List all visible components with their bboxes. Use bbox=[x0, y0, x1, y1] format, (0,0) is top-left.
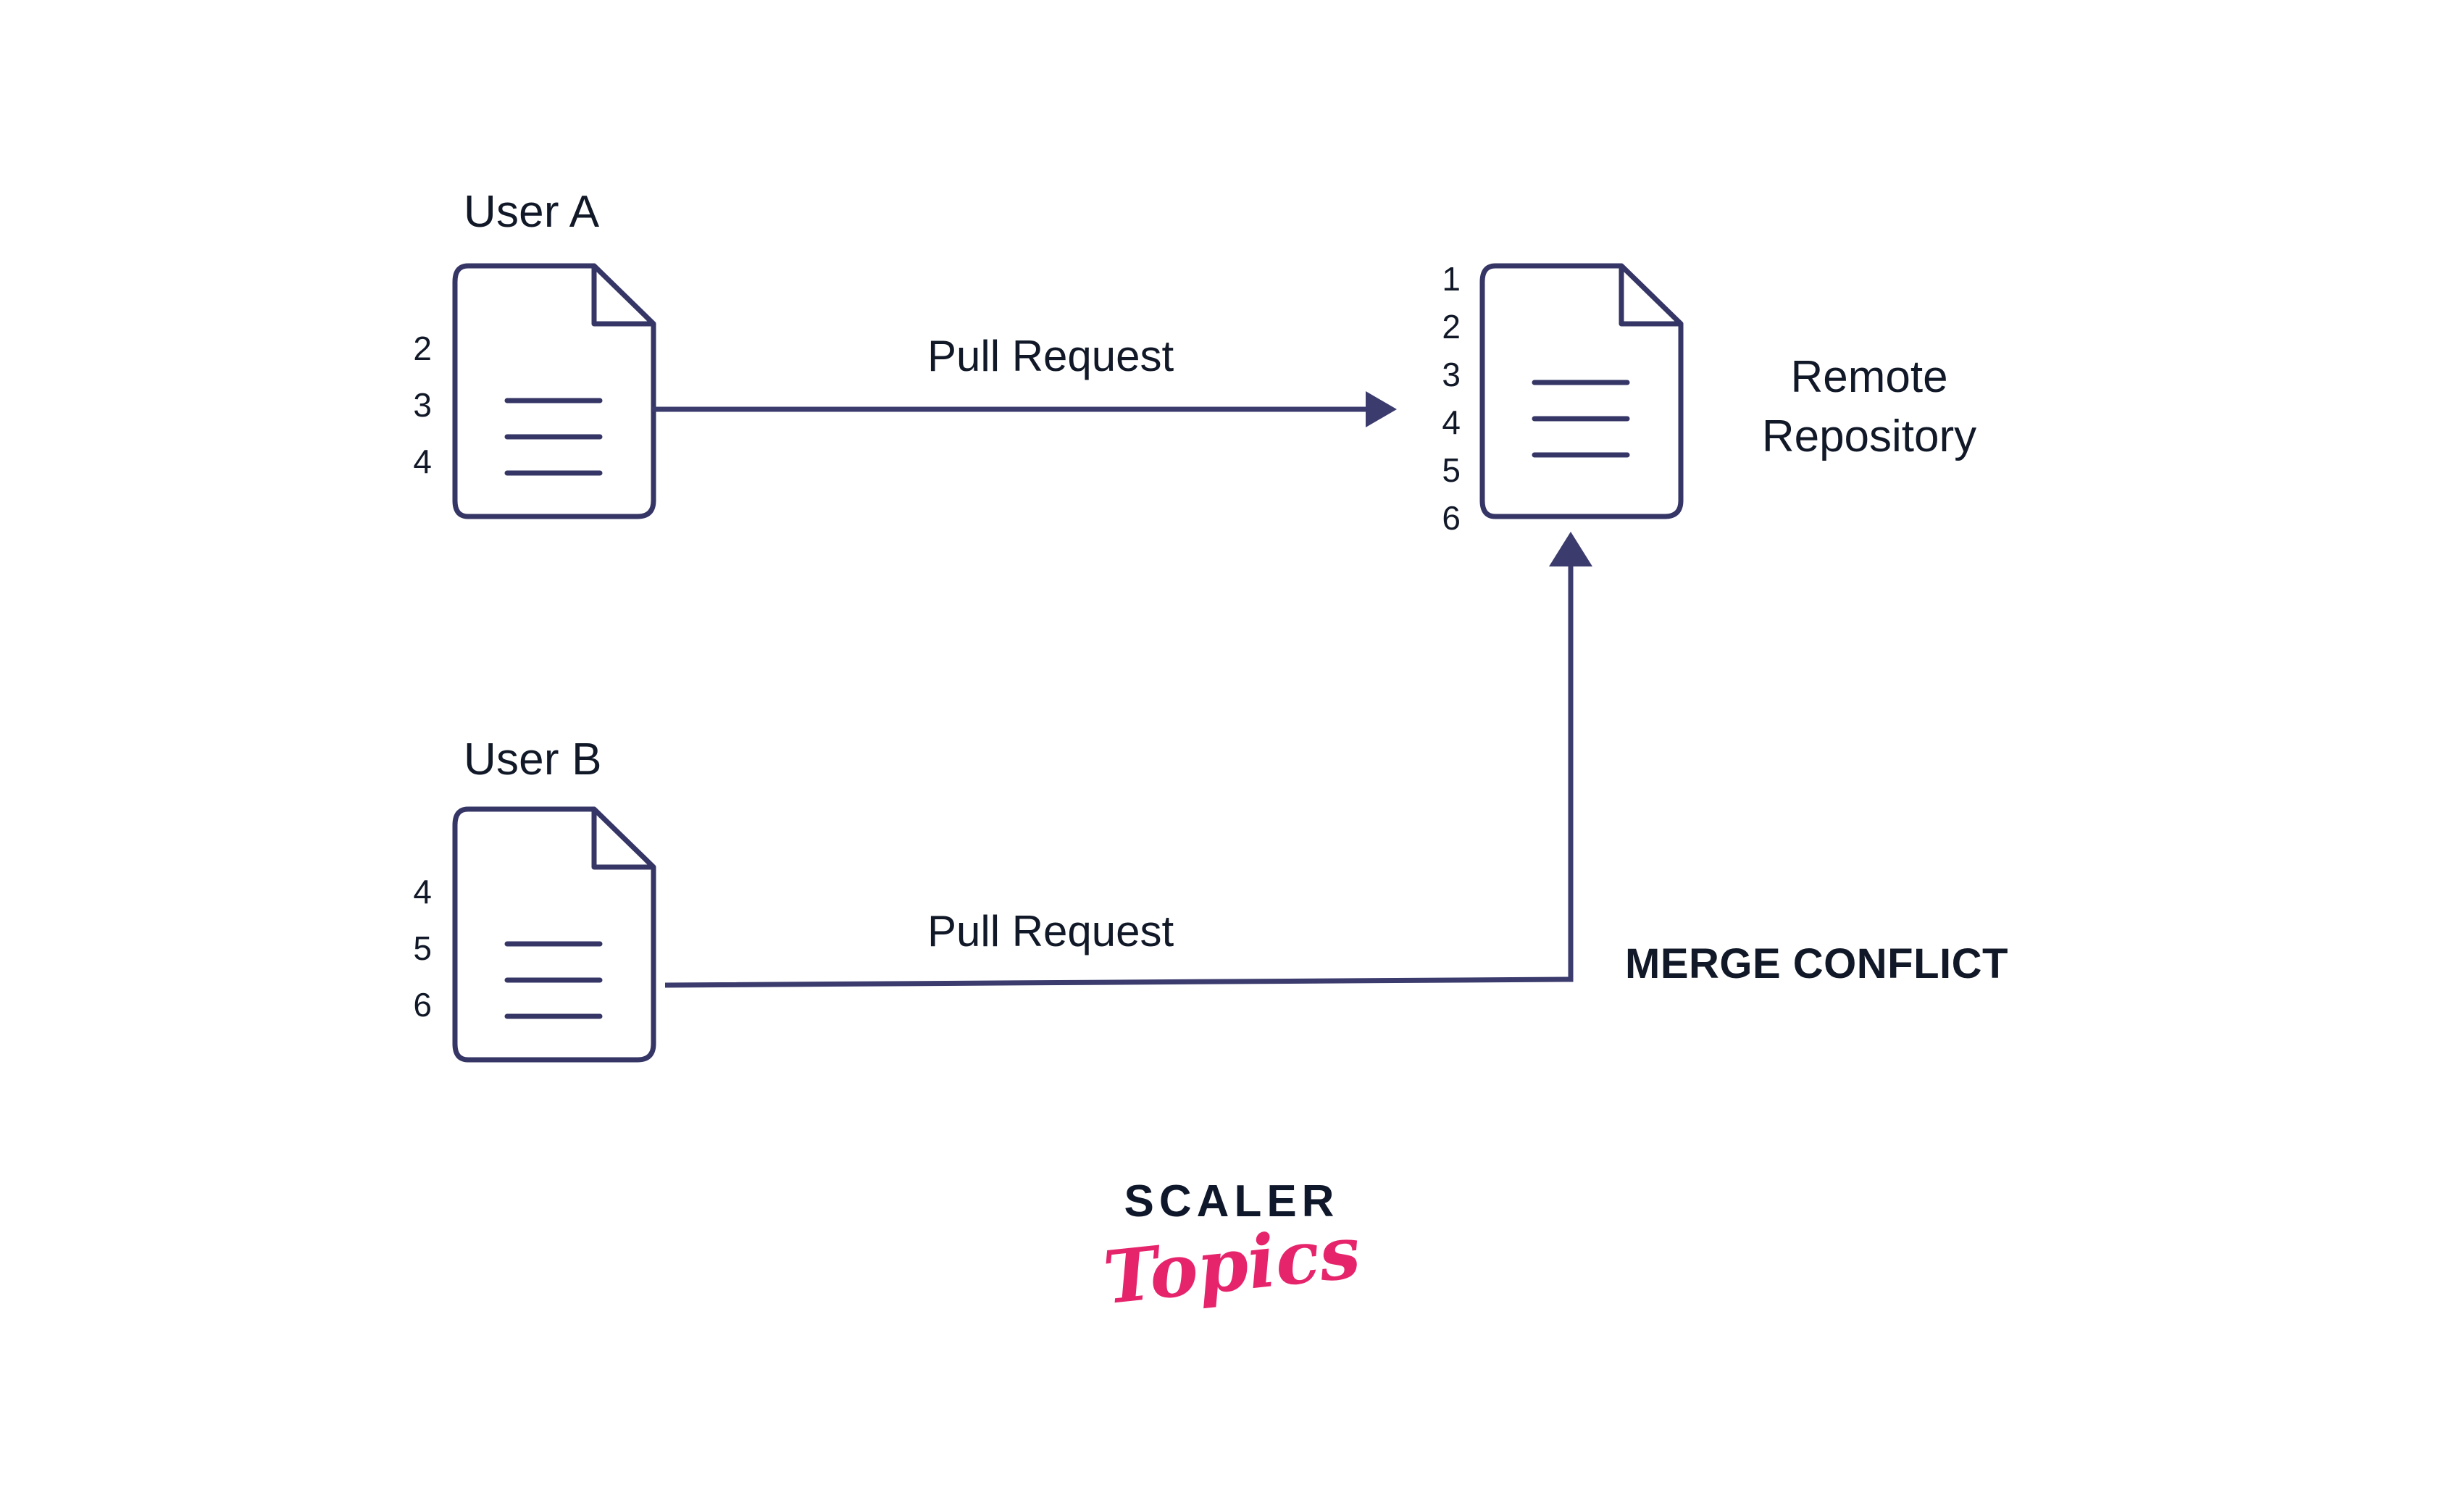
pull-request-arrow-top bbox=[652, 384, 1406, 438]
remote-repository-label: Remote Repository bbox=[1761, 352, 1977, 462]
line-number: 3 bbox=[413, 386, 432, 424]
line-number: 3 bbox=[1442, 356, 1461, 393]
user-a-label: User A bbox=[464, 187, 600, 237]
pull-request-arrow-bottom bbox=[652, 522, 1608, 1003]
logo-topics-text: Topics bbox=[1099, 1208, 1364, 1321]
remote-line-numbers: 1 2 3 4 5 6 bbox=[1426, 262, 1461, 535]
user-b-label: User B bbox=[464, 735, 602, 785]
line-number: 2 bbox=[413, 330, 432, 367]
right-arrow-icon bbox=[1366, 391, 1397, 427]
remote-document-icon bbox=[1479, 261, 1697, 522]
line-number: 6 bbox=[1442, 499, 1461, 537]
user-b-line-numbers: 4 5 6 bbox=[397, 875, 432, 1021]
user-a-document-icon bbox=[452, 261, 669, 522]
merge-conflict-label: MERGE CONFLICT bbox=[1625, 940, 2008, 987]
line-number: 6 bbox=[413, 986, 432, 1024]
line-number: 2 bbox=[1442, 308, 1461, 346]
pull-request-label-top: Pull Request bbox=[927, 332, 1174, 380]
line-number: 4 bbox=[1442, 403, 1461, 441]
line-number: 4 bbox=[413, 443, 432, 480]
line-number: 5 bbox=[1442, 451, 1461, 489]
line-number: 5 bbox=[413, 929, 432, 967]
up-arrow-icon bbox=[1549, 532, 1592, 566]
scaler-topics-logo: SCALER Topics bbox=[1014, 1176, 1449, 1321]
user-a-line-numbers: 2 3 4 bbox=[397, 332, 432, 478]
user-b-document-icon bbox=[452, 804, 669, 1065]
line-number: 4 bbox=[413, 873, 432, 911]
logo-scaler-text: SCALER bbox=[1124, 1176, 1340, 1226]
line-number: 1 bbox=[1442, 260, 1461, 298]
pull-request-label-bottom: Pull Request bbox=[927, 907, 1174, 955]
